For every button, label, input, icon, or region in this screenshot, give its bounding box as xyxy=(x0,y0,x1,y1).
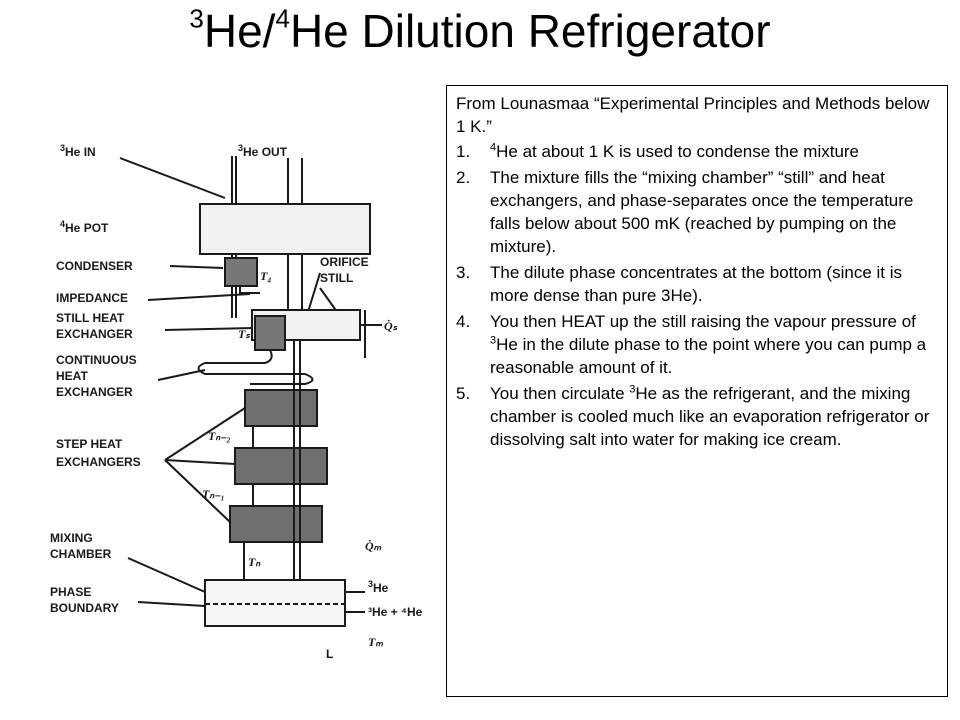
label-he-mix: ³He + ⁴He xyxy=(368,605,423,619)
still-heat-exchanger xyxy=(254,315,286,351)
list-item: 1. 4He at about 1 K is used to condense t… xyxy=(456,140,939,163)
step-text: You then HEAT up the still raising the v… xyxy=(490,312,927,377)
label-continuous-1: CONTINUOUS xyxy=(56,353,137,367)
label-phase-2: BOUNDARY xyxy=(50,601,119,615)
label-step-2: EXCHANGERS xyxy=(56,455,141,469)
step-number: 4. xyxy=(456,312,471,331)
label-tn2: Tₙ₋₂ xyxy=(208,429,231,443)
label-tm: Tₘ xyxy=(368,635,383,649)
step-heat-exchanger-2 xyxy=(234,447,328,485)
step-text: The dilute phase concentrates at the bot… xyxy=(490,263,903,305)
label-still-heat-2: EXCHANGER xyxy=(56,327,133,341)
label-ts: Tₛ xyxy=(238,327,250,341)
label-qs: Q̇ₛ xyxy=(384,319,398,333)
list-item: 4. You then HEAT up the still raising the… xyxy=(456,310,939,379)
label-mixing-1: MIXING xyxy=(50,531,93,545)
label-he4-pot: 4He POT xyxy=(60,219,109,235)
step-number: 5. xyxy=(456,384,471,403)
label-he3-right: 3He xyxy=(368,579,389,595)
list-item: 3. The dilute phase concentrates at the b… xyxy=(456,261,939,307)
continuous-heat-exchanger xyxy=(197,349,314,385)
label-he3-in: 3He IN xyxy=(60,143,96,159)
step-heat-exchanger-3 xyxy=(229,505,323,543)
step-text: 4He at about 1 K is used to condense the… xyxy=(490,141,860,161)
source-citation: From Lounasmaa “Experimental Principles … xyxy=(456,94,930,136)
condenser xyxy=(224,257,258,287)
step-number: 2. xyxy=(456,168,471,187)
he3-in-line xyxy=(119,157,226,199)
label-still: STILL xyxy=(320,271,353,285)
page-title: 3He/4He Dilution Refrigerator xyxy=(0,4,960,59)
title-he-part: He/ xyxy=(203,5,276,57)
label-step-1: STEP HEAT xyxy=(56,437,123,451)
label-l-mark: L xyxy=(326,647,333,661)
label-t4: T₄ xyxy=(260,269,272,283)
step-number: 3. xyxy=(456,263,471,282)
list-item: 2. The mixture fills the “mixing chamber”… xyxy=(456,166,939,258)
step-number: 1. xyxy=(456,142,471,161)
label-continuous-2: HEAT xyxy=(56,369,88,383)
label-phase-1: PHASE xyxy=(50,585,91,599)
step-text: The mixture fills the “mixing chamber” “… xyxy=(490,168,914,256)
explanation-box: From Lounasmaa “Experimental Principles … xyxy=(446,85,948,697)
label-impedance: IMPEDANCE xyxy=(56,291,128,305)
title-superscript-4: 4 xyxy=(275,3,290,34)
dilution-refrigerator-diagram: 3He IN 3He OUT 4He POT CONDENSER ORIFICE… xyxy=(20,118,450,718)
step-text: You then circulate 3He as the refrigeran… xyxy=(490,383,930,449)
label-tn1: Tₙ₋₁ xyxy=(202,487,225,501)
label-he3-out: 3He OUT xyxy=(238,143,288,159)
steps-list: 1. 4He at about 1 K is used to condense t… xyxy=(456,140,939,451)
label-condenser: CONDENSER xyxy=(56,259,133,273)
title-superscript-3: 3 xyxy=(189,3,204,34)
label-mixing-2: CHAMBER xyxy=(50,547,112,561)
label-continuous-3: EXCHANGER xyxy=(56,385,133,399)
label-orifice: ORIFICE xyxy=(320,255,369,269)
label-tn: Tₙ xyxy=(248,555,261,569)
list-item: 5. You then circulate 3He as the refriger… xyxy=(456,382,939,451)
he4-pot xyxy=(199,203,371,255)
step-heat-exchanger-1 xyxy=(244,389,318,427)
label-qm: Q̇ₘ xyxy=(365,539,382,553)
label-still-heat-1: STILL HEAT xyxy=(56,311,125,325)
title-main-part: He Dilution Refrigerator xyxy=(289,5,771,57)
